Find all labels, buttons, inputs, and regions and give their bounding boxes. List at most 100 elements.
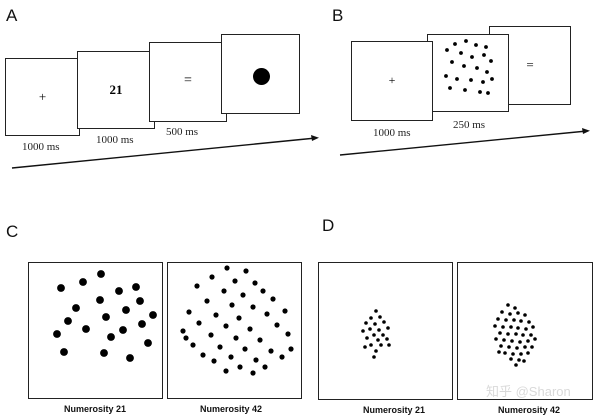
stimulus-dot [82,325,90,333]
stimulus-dot [282,308,288,314]
stimulus-dot [455,77,459,81]
stimulus-dot [200,352,206,358]
stimulus-dot [500,310,504,314]
stimulus-dot [223,368,229,374]
fixation-cross-a: + [38,89,47,104]
stimulus-dot [180,328,186,334]
dot-array-d-21 [361,309,391,359]
stimulus-dot [363,345,367,349]
timeline-arrowhead-b [582,128,590,134]
stimulus-dot [508,312,512,316]
stimulus-dot [501,325,505,329]
stimulus-dot [107,333,115,341]
stimulus-dot [533,337,537,341]
stimulus-dot [448,86,452,90]
stimulus-dot [264,311,270,317]
stimulus-dot [228,354,234,360]
panel-label-b: B [332,6,344,25]
panel-label-d: D [322,216,335,235]
caption-d-42: Numerosity 42 [498,405,561,415]
stimulus-dot [485,70,489,74]
stimulus-dot [514,332,518,336]
stimulus-dot [260,288,266,294]
stimulus-dot [119,326,127,334]
stimulus-dot [138,320,146,328]
stimulus-dot [279,354,285,360]
stimulus-dot [64,317,72,325]
stimulus-dot [285,331,291,337]
stimulus-dot [519,319,523,323]
number-symbol-a: 21 [109,82,123,97]
stimulus-dot [257,337,263,343]
stimulus-dot [518,340,522,344]
timing-a-1: 1000 ms [22,141,60,153]
stimulus-dot [240,292,246,298]
large-dot [253,68,270,85]
stimulus-d-21 [318,262,453,400]
stimulus-dot [459,51,463,55]
stimulus-dot [237,364,243,370]
stimulus-dot [450,60,454,64]
stimulus-dot [242,346,248,352]
stimulus-dot [223,323,229,329]
stimulus-dot [506,303,510,307]
frame-fixation-a: + [5,58,80,136]
stimulus-dot [229,302,235,308]
stimulus-dot [484,45,488,49]
stimulus-dot [376,338,380,342]
stimulus-dot [221,288,227,294]
stimulus-dot [514,363,518,367]
stimulus-dot [515,346,519,350]
stimulus-dot [144,339,152,347]
stimulus-dot [365,336,369,340]
stimulus-dot [361,329,365,333]
stimulus-dot [517,358,521,362]
stimulus-dot [513,306,517,310]
caption-d-21: Numerosity 21 [363,405,426,415]
stimulus-dot [503,351,507,355]
stimulus-dot [382,320,386,324]
stimulus-dot [194,283,200,289]
stimulus-dot [209,274,215,280]
stimulus-dot [204,298,210,304]
stimulus-dot [526,351,530,355]
stimulus-dot [378,315,382,319]
stimulus-dot [482,53,486,57]
stimulus-dot [453,42,457,46]
stimulus-dot [190,342,196,348]
stimulus-dot [494,337,498,341]
stimulus-dot [516,311,520,315]
watermark: 知乎 @Sharon [486,384,571,399]
frame-fixation-b: + [351,41,433,121]
stimulus-c-21 [28,262,163,399]
caption-c-21: Numerosity 21 [64,404,127,414]
stimulus-dot [523,313,527,317]
dot-array-b [444,39,494,95]
stimulus-dot [97,270,105,278]
stimulus-dot [208,332,214,338]
stimulus-dot [490,77,494,81]
stimulus-dot [469,78,473,82]
frame-dots-b [427,34,509,112]
stimulus-dot [512,318,516,322]
stimulus-dot [387,343,391,347]
stimulus-dot [217,344,223,350]
dot-array-c-42 [180,265,294,376]
stimulus-dot [464,39,468,43]
stimulus-dot [274,322,280,328]
stimulus-dot [243,268,249,274]
stimulus-dot [445,48,449,52]
stimulus-dot [524,327,528,331]
stimulus-dot [213,312,219,318]
stimulus-dot [462,64,466,68]
stimulus-dot [504,318,508,322]
stimulus-dot [126,354,134,362]
stimulus-dot [481,80,485,84]
equals-sign-a: = [184,73,192,88]
stimulus-dot [516,326,520,330]
stimulus-dot [250,370,256,376]
timing-b-2: 250 ms [453,119,486,131]
stimulus-dot [115,287,123,295]
stimulus-dot [122,306,130,314]
